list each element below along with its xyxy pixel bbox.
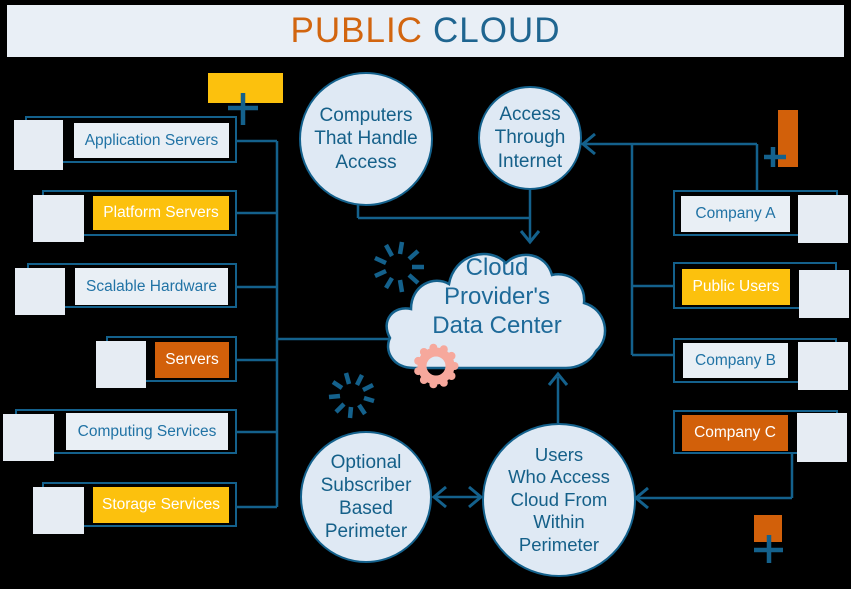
public-users-label: Public Users: [682, 269, 790, 305]
platform-servers-square: [33, 195, 84, 242]
storage-services-label: Storage Services: [93, 487, 229, 523]
plus-icon-top-left: [228, 93, 258, 125]
optional-perimeter-circle-label: Optional Subscriber Based Perimeter: [320, 451, 412, 543]
company-b-label: Company B: [683, 343, 788, 378]
company-b-square: [798, 342, 848, 390]
page-title-cloud: CLOUD: [432, 11, 561, 50]
connector-lines: [237, 139, 794, 509]
page-title-public: PUBLIC: [290, 11, 423, 50]
arrowhead-into-cloud-bottom: [547, 371, 569, 386]
users-within-circle-label: Users Who Access Cloud From Within Perim…: [508, 443, 610, 555]
gear-icon: [414, 343, 459, 389]
arrowhead-into-cloud-top: [519, 230, 541, 245]
burst-icon-lower: [328, 372, 375, 419]
computers-circle: Computers That Handle Access: [299, 72, 433, 206]
cloud-data-center-label: Cloud Provider's Data Center: [432, 254, 562, 339]
application-servers-square: [14, 120, 63, 170]
arrowhead-double-right: [468, 485, 484, 509]
scalable-hardware-square: [15, 268, 65, 315]
storage-services-square: [33, 487, 84, 534]
platform-servers-label: Platform Servers: [93, 196, 229, 230]
scalable-hardware-label: Scalable Hardware: [75, 268, 228, 305]
arrowhead-into-internet: [580, 132, 596, 156]
internet-access-circle: Access Through Internet: [478, 86, 582, 190]
servers-label: Servers: [155, 342, 229, 378]
arrowhead-into-users: [633, 486, 649, 510]
public-users-square: [799, 270, 849, 318]
computing-services-label: Computing Services: [66, 413, 228, 450]
company-c-label: Company C: [682, 415, 788, 451]
orange-bar-decoration: [778, 110, 798, 167]
application-servers-label: Application Servers: [74, 123, 229, 158]
plus-icon-top-right: [764, 147, 786, 167]
computers-circle-label: Computers That Handle Access: [314, 105, 418, 173]
optional-perimeter-circle: Optional Subscriber Based Perimeter: [300, 431, 432, 563]
company-a-label: Company A: [681, 196, 790, 232]
arrowhead-double-left: [431, 485, 447, 509]
company-a-square: [798, 195, 848, 243]
internet-access-circle-label: Access Through Internet: [494, 104, 566, 172]
title-banner: PUBLIC CLOUD: [7, 5, 844, 57]
burst-icon-upper: [374, 241, 424, 293]
company-c-square: [797, 413, 847, 462]
users-within-circle: Users Who Access Cloud From Within Perim…: [482, 423, 636, 577]
servers-square: [96, 341, 146, 388]
yellow-rect-decoration: [208, 73, 283, 103]
plus-icon-bottom-right: [754, 535, 783, 563]
cloud-shape: [385, 252, 607, 370]
computing-services-square: [3, 414, 54, 461]
